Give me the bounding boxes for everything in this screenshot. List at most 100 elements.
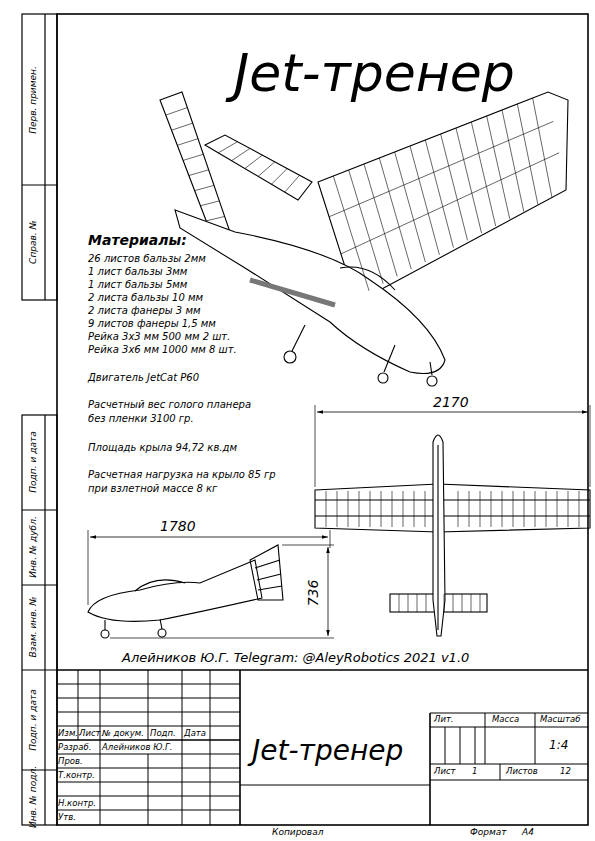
- rib-line: [502, 110, 524, 212]
- table-cell: Лист: [79, 728, 101, 738]
- rib-line: [379, 158, 411, 269]
- rib-line: [444, 594, 445, 612]
- rib-line: [333, 176, 369, 291]
- rib-line: [502, 491, 503, 527]
- rib-line: [471, 122, 495, 226]
- side-view: [88, 530, 334, 638]
- engine-tube: [250, 280, 335, 305]
- wing-outline: [315, 484, 590, 532]
- dimension-value: 736: [305, 580, 322, 607]
- fuselage-outline: [88, 560, 262, 621]
- rib-line: [166, 108, 188, 116]
- table-cell: Разраб.: [58, 742, 91, 752]
- material-item: 2 листа фанеры 3 мм: [88, 305, 200, 317]
- rib-line: [425, 491, 426, 527]
- rib-line: [480, 594, 481, 612]
- stamp-label: Подп. и дата: [28, 431, 39, 492]
- engine-note: Двигатель JetCat P60: [88, 372, 199, 384]
- rib-line: [462, 594, 463, 612]
- table-cell: № докум.: [102, 728, 144, 738]
- material-item: 2 листа бальзы 10 мм: [88, 292, 203, 304]
- rib-line: [258, 162, 275, 177]
- table-cell: Листов: [506, 766, 538, 776]
- materials-heading: Материалы:: [88, 232, 187, 249]
- rib-line: [469, 491, 470, 527]
- rib-line: [359, 491, 360, 527]
- rib-line: [329, 121, 553, 216]
- rib-line: [326, 491, 327, 527]
- rib-line: [364, 164, 397, 276]
- canopy: [135, 580, 185, 591]
- table-cell: Масса: [492, 714, 519, 724]
- stamp-label: Справ. №: [28, 220, 39, 264]
- footer-label: A4: [522, 827, 534, 838]
- side-stamp: [22, 14, 57, 825]
- rib-line: [471, 594, 472, 612]
- rib-line: [341, 153, 559, 254]
- rib-line: [271, 169, 287, 185]
- table-cell: Т.контр.: [58, 770, 95, 780]
- material-item: 1 лист бальзы 5мм: [88, 279, 187, 291]
- material-item: Рейка 3х6 мм 1000 мм 8 шт.: [88, 344, 237, 356]
- weight-note: Расчетный вес голого планера без пленки …: [88, 398, 263, 425]
- rib-line: [425, 140, 453, 248]
- stamp-label: Перв. примен.: [28, 66, 39, 134]
- rib-line: [557, 491, 558, 527]
- material-item: 26 листов бальзы 2мм: [88, 253, 206, 265]
- rib-line: [533, 98, 552, 197]
- title-block: [57, 670, 588, 825]
- rib-line: [403, 491, 404, 527]
- stamp-label: Инв. № дубл.: [28, 516, 39, 578]
- footer-label: Копировал: [272, 827, 323, 838]
- rib-line: [381, 491, 382, 527]
- rib-line: [395, 152, 426, 262]
- dimension-value: 2170: [433, 394, 469, 411]
- rib-line: [348, 491, 349, 527]
- table-cell: Масштаб: [540, 714, 580, 724]
- rib-line: [441, 134, 468, 240]
- rib-line: [189, 170, 209, 176]
- rib-line: [370, 491, 371, 527]
- rib-line: [417, 594, 418, 612]
- rib-line: [399, 594, 400, 612]
- rib-line: [410, 146, 439, 255]
- rib-line: [491, 491, 492, 527]
- table-cell: Лист: [434, 766, 456, 776]
- rib-line: [458, 491, 459, 527]
- scale-value: 1:4: [549, 738, 568, 752]
- footer-label: Формат: [470, 827, 507, 838]
- rib-line: [513, 491, 514, 527]
- table-cell: 1: [472, 766, 477, 776]
- rib-line: [177, 139, 198, 146]
- rib-line: [408, 594, 409, 612]
- dimension-value: 1780: [160, 518, 196, 535]
- sheet-title: Jet-тренер: [234, 42, 515, 104]
- rib-line: [195, 185, 214, 190]
- rib-line: [546, 491, 547, 527]
- rib-line: [517, 104, 538, 204]
- fin-outline: [160, 92, 230, 236]
- rib-line: [218, 142, 237, 153]
- stamp-label: Инв. № подл.: [28, 766, 39, 828]
- rib-line: [183, 154, 203, 160]
- rib-line: [524, 491, 525, 527]
- rib-line: [285, 175, 300, 192]
- table-cell: Утв.: [58, 812, 76, 822]
- area-note: Площадь крыла 94,72 кв.дм: [88, 442, 237, 454]
- rib-line: [456, 128, 482, 233]
- fuselage-outline: [433, 435, 445, 636]
- rib-line: [568, 491, 569, 527]
- rib-line: [579, 491, 580, 527]
- load-note: Расчетная нагрузка на крыло 85 гр при вз…: [88, 468, 293, 495]
- author-line: Алейников Ю.Г. Telegram: @AleyRobotics 2…: [122, 650, 469, 666]
- rib-line: [426, 594, 427, 612]
- stabilizer-outline: [205, 135, 312, 200]
- rib-line: [172, 123, 193, 130]
- table-cell: Н.контр.: [58, 798, 96, 808]
- sheet-frame: [57, 14, 588, 825]
- table-cell: Алейников Ю.Г.: [102, 742, 172, 752]
- stamp-label: Взам. инв. №: [28, 596, 39, 657]
- dimension-line: [317, 412, 588, 413]
- rib-line: [200, 201, 219, 206]
